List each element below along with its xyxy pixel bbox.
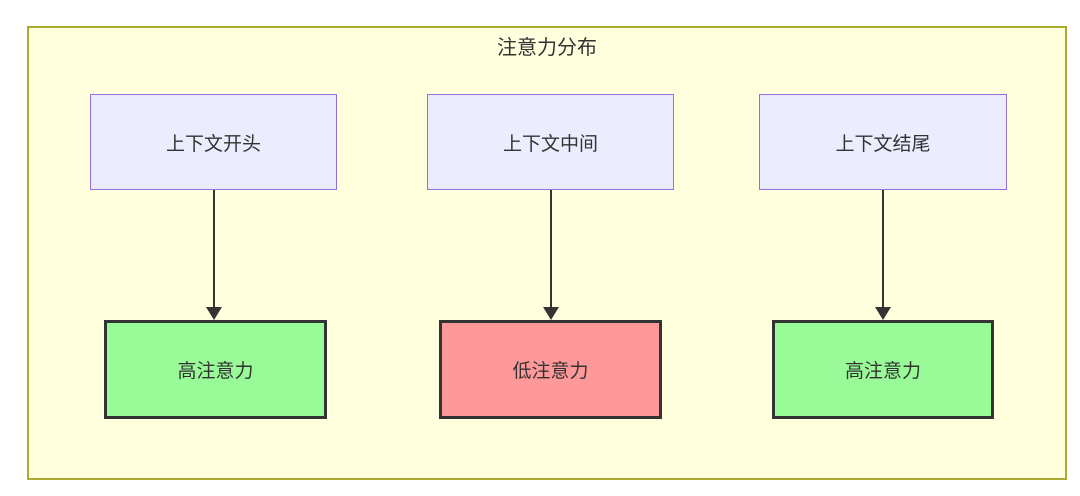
node-high-attention-right-label: 高注意力 xyxy=(844,361,921,382)
node-low-attention-middle-label: 低注意力 xyxy=(512,361,589,382)
node-low-attention-middle: 低注意力 xyxy=(439,320,662,419)
node-high-attention-right: 高注意力 xyxy=(772,320,994,419)
node-context-start-label: 上下文开头 xyxy=(165,133,261,155)
node-context-middle-label: 上下文中间 xyxy=(502,133,598,155)
diagram-frame: 注意力分布 上下文开头 高注意力 上下文中间 低注意力 上下文结尾 xyxy=(27,26,1067,480)
node-high-attention-left-label: 高注意力 xyxy=(177,361,254,382)
node-context-start: 上下文开头 xyxy=(90,94,337,190)
node-context-end-label: 上下文结尾 xyxy=(835,133,931,155)
node-context-end: 上下文结尾 xyxy=(759,94,1007,190)
node-context-middle: 上下文中间 xyxy=(427,94,674,190)
down-arrow-icon xyxy=(875,190,891,320)
node-high-attention-left: 高注意力 xyxy=(104,320,327,419)
diagram-title: 注意力分布 xyxy=(497,37,597,59)
down-arrow-icon xyxy=(206,190,222,320)
down-arrow-icon xyxy=(543,190,559,320)
